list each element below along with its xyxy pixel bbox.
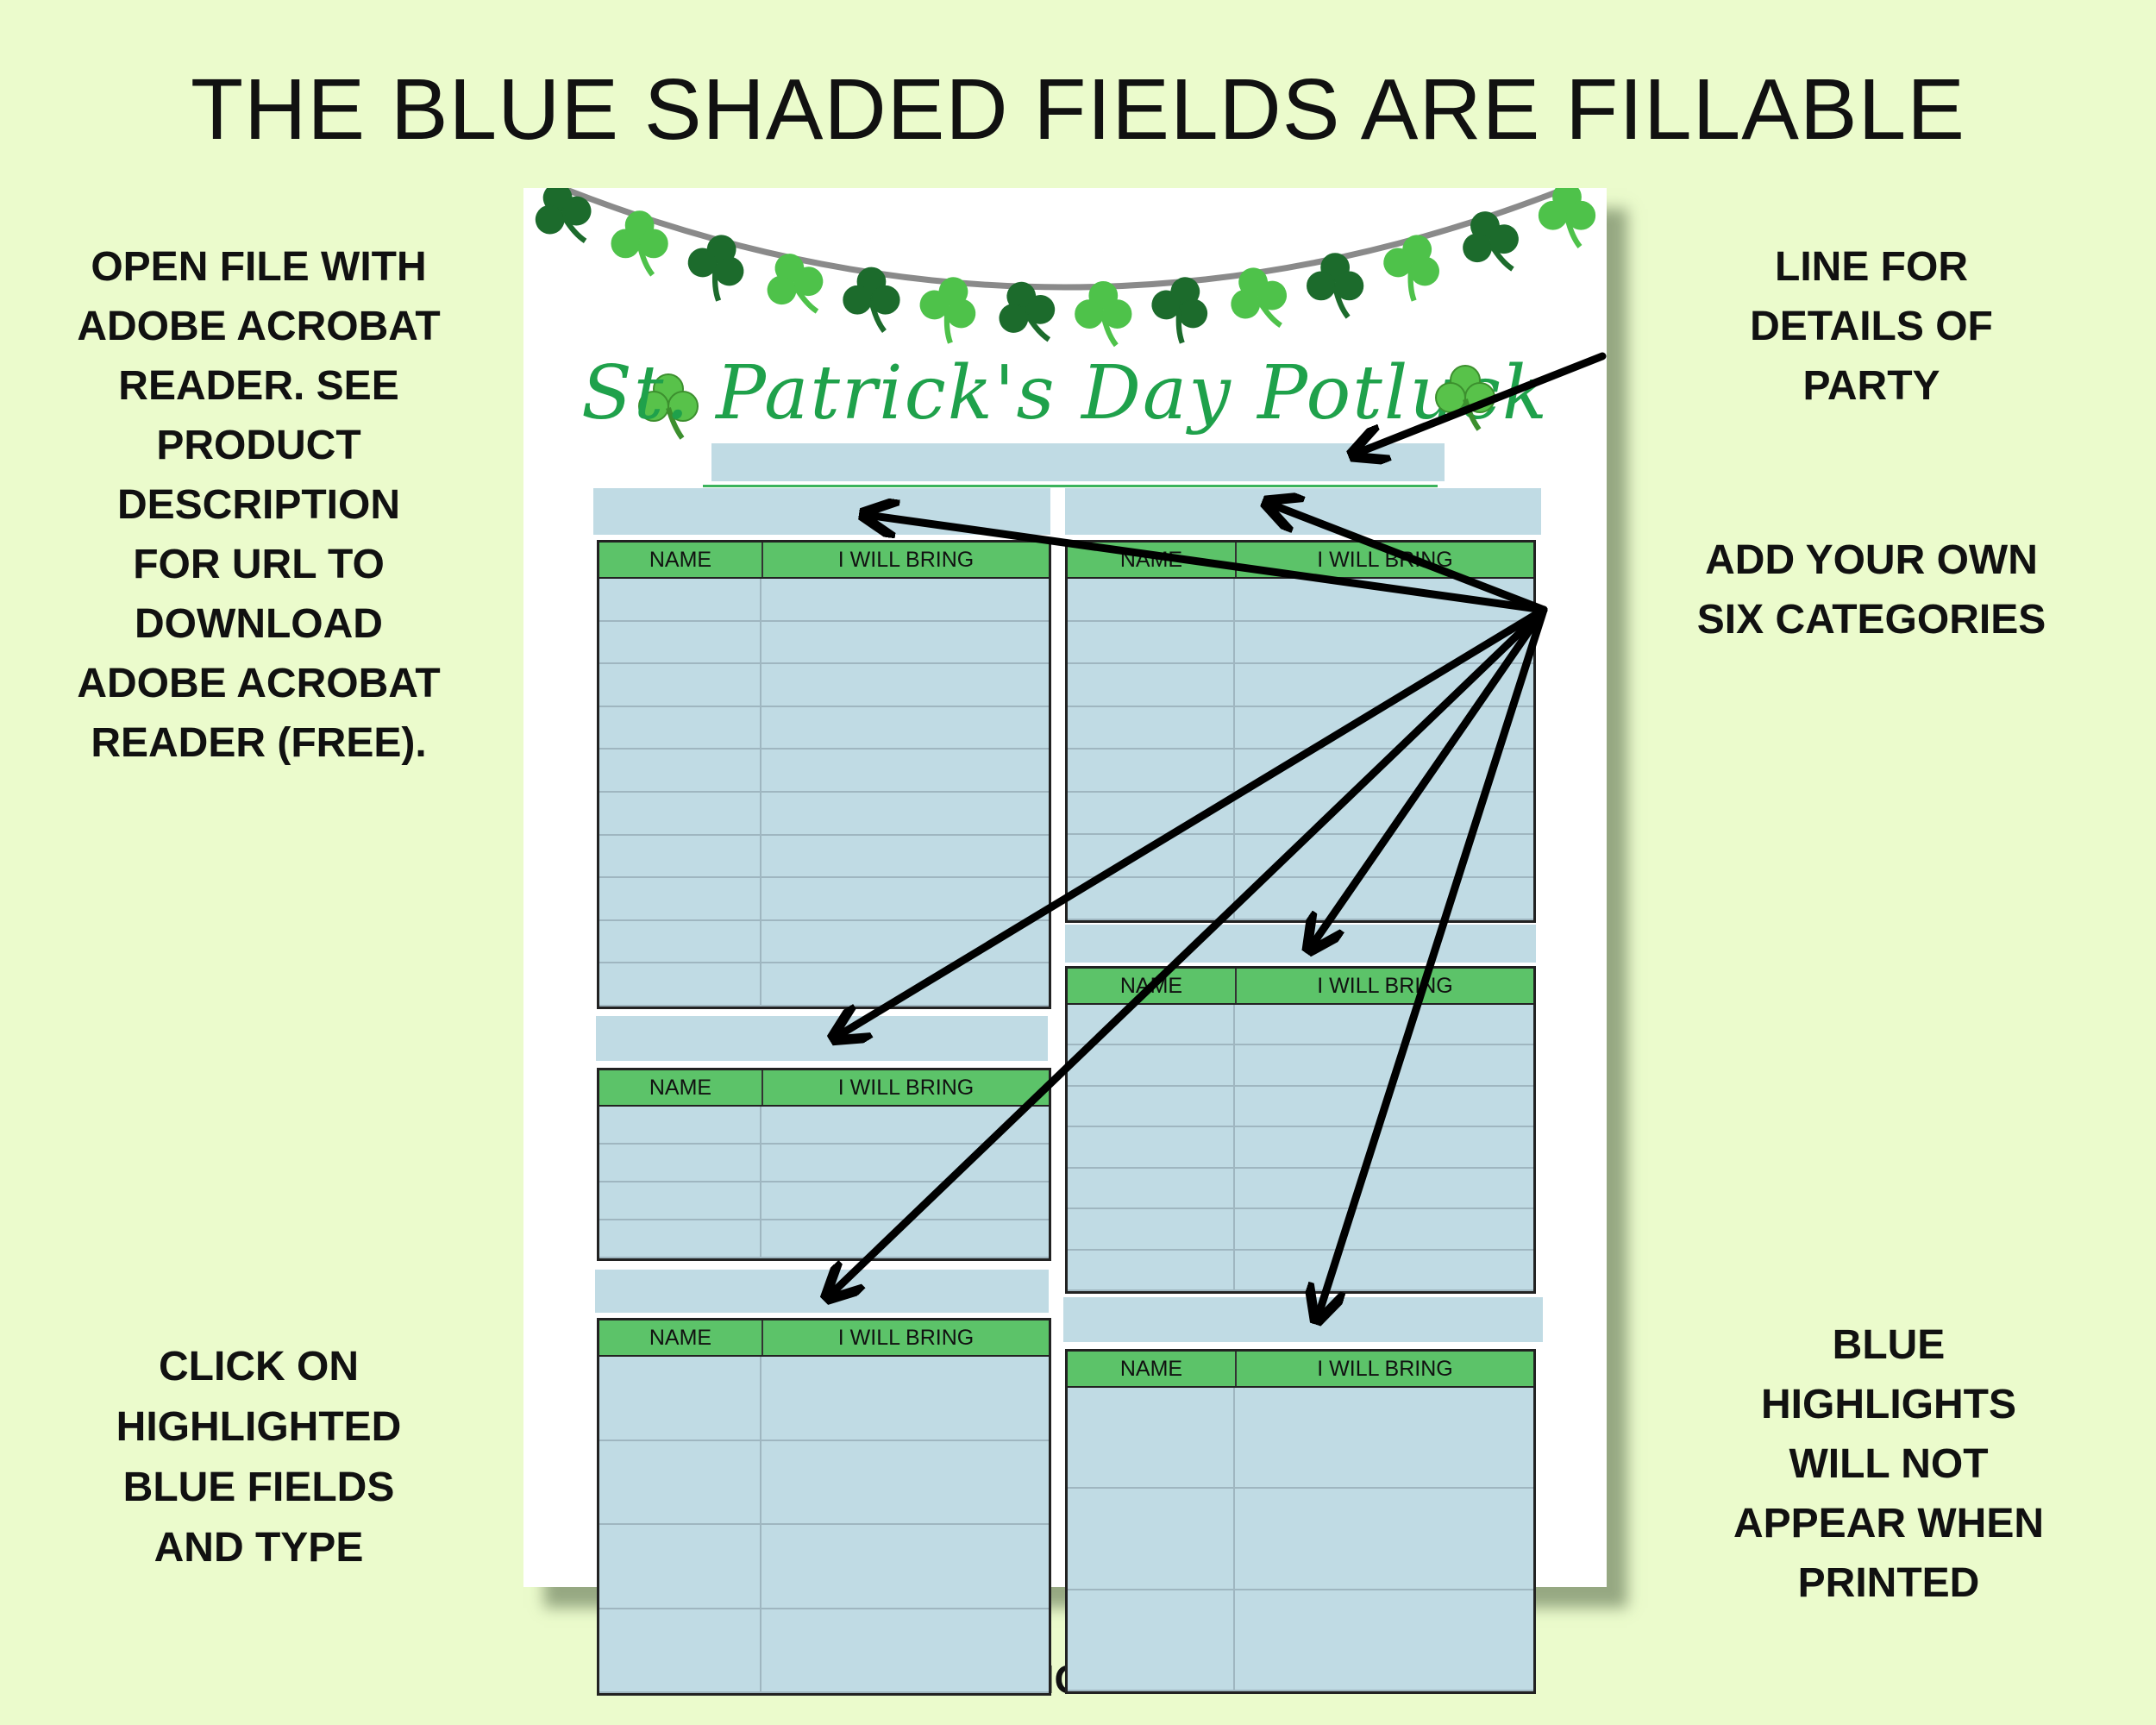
note-details-line: LINE FOR DETAILS OF PARTY	[1750, 244, 1993, 409]
table-row[interactable]	[1068, 1045, 1533, 1087]
column-header-i-will-bring: I WILL BRING	[1317, 973, 1453, 998]
column-header-name: NAME	[599, 1320, 763, 1355]
table-row[interactable]	[599, 1609, 1049, 1693]
column-header-i-will-bring: I WILL BRING	[837, 547, 975, 572]
column-header-name: NAME	[599, 543, 763, 577]
table-row[interactable]	[599, 707, 1049, 750]
column-divider	[760, 1357, 761, 1693]
table-row[interactable]	[599, 1441, 1049, 1525]
table-row[interactable]	[599, 664, 1049, 707]
signup-table-6: NAME I WILL BRING	[1065, 1349, 1536, 1694]
table-header: NAME I WILL BRING	[599, 1070, 1049, 1107]
shamrock-icon	[1435, 365, 1495, 431]
note-six-categories: ADD YOUR OWN SIX CATEGORIES	[1696, 537, 2046, 643]
table-row[interactable]	[599, 1182, 1049, 1220]
category-field-2[interactable]	[1065, 488, 1541, 535]
table-row[interactable]	[599, 963, 1049, 1007]
category-field-3[interactable]	[596, 1016, 1048, 1061]
table-row[interactable]	[1068, 1127, 1533, 1169]
signup-table-3: NAME I WILL BRING	[597, 1068, 1051, 1261]
shamrock-icon	[680, 228, 753, 305]
table-row[interactable]	[1068, 750, 1533, 793]
headline: THE BLUE SHADED FIELDS ARE FILLABLE	[191, 61, 1965, 158]
table-row[interactable]	[599, 793, 1049, 836]
table-row[interactable]	[599, 579, 1049, 622]
table-row[interactable]	[599, 921, 1049, 964]
table-header: NAME I WILL BRING	[1068, 1352, 1533, 1388]
shamrock-icon	[1375, 228, 1448, 305]
table-header: NAME I WILL BRING	[599, 1320, 1049, 1357]
table-row[interactable]	[1068, 622, 1533, 664]
table-row[interactable]	[1068, 664, 1533, 707]
version-label: VERSION #2	[935, 1657, 1169, 1702]
table-row[interactable]	[1068, 1005, 1533, 1046]
column-header-i-will-bring: I WILL BRING	[837, 1075, 975, 1100]
table-row[interactable]	[599, 750, 1049, 793]
column-header-i-will-bring: I WILL BRING	[1317, 1356, 1453, 1381]
table-row[interactable]	[599, 1357, 1049, 1441]
column-divider	[1233, 1005, 1235, 1291]
category-field-4[interactable]	[1065, 925, 1536, 963]
note-open-with-acrobat: OPEN FILE WITH ADOBE ACROBAT READER. SEE…	[77, 244, 441, 766]
table-row[interactable]	[599, 1107, 1049, 1145]
signup-table-2: NAME I WILL BRING	[1065, 540, 1536, 923]
table-row[interactable]	[599, 622, 1049, 665]
table-row[interactable]	[1068, 1388, 1533, 1490]
table-header: NAME I WILL BRING	[1068, 543, 1533, 579]
column-divider	[1233, 1388, 1235, 1691]
column-header-name: NAME	[1068, 543, 1237, 577]
table-row[interactable]	[1068, 878, 1533, 920]
column-divider	[760, 579, 761, 1007]
column-header-i-will-bring: I WILL BRING	[1317, 547, 1453, 572]
note-highlights-not-printed: BLUE HIGHLIGHTS WILL NOT APPEAR WHEN PRI…	[1733, 1322, 2045, 1606]
shamrock-icon	[1222, 260, 1295, 338]
column-header-name: NAME	[599, 1070, 763, 1105]
shamrock-icon	[1454, 204, 1527, 282]
table-row[interactable]	[1068, 1489, 1533, 1590]
signup-table-1: NAME I WILL BRING	[597, 540, 1051, 1009]
note-click-fields: CLICK ON HIGHLIGHTED BLUE FIELDS AND TYP…	[116, 1344, 402, 1571]
table-row[interactable]	[1068, 579, 1533, 622]
category-field-1[interactable]	[593, 488, 1050, 535]
column-header-name: NAME	[1068, 1352, 1237, 1386]
table-row[interactable]	[599, 1220, 1049, 1258]
table-row[interactable]	[1068, 793, 1533, 835]
category-field-6[interactable]	[1063, 1297, 1543, 1342]
column-header-name: NAME	[1068, 969, 1237, 1003]
table-header: NAME I WILL BRING	[1068, 969, 1533, 1005]
table-row[interactable]	[1068, 1169, 1533, 1210]
table-row[interactable]	[1068, 1251, 1533, 1291]
column-divider	[1233, 579, 1235, 920]
table-row[interactable]	[1068, 707, 1533, 750]
party-details-line	[703, 485, 1438, 487]
column-divider	[760, 1107, 761, 1258]
shamrock-icon	[759, 247, 832, 324]
signup-table-5: NAME I WILL BRING	[597, 1318, 1051, 1696]
table-row[interactable]	[599, 878, 1049, 921]
category-field-5[interactable]	[595, 1270, 1049, 1313]
column-header-i-will-bring: I WILL BRING	[837, 1325, 975, 1350]
table-row[interactable]	[1068, 835, 1533, 878]
signup-table-4: NAME I WILL BRING	[1065, 966, 1536, 1294]
table-row[interactable]	[1068, 1209, 1533, 1251]
table-row[interactable]	[1068, 1590, 1533, 1691]
shamrock-garland	[523, 188, 1607, 361]
table-row[interactable]	[599, 1525, 1049, 1609]
table-row[interactable]	[599, 836, 1049, 879]
table-row[interactable]	[599, 1145, 1049, 1182]
table-row[interactable]	[1068, 1087, 1533, 1128]
shamrock-icon	[1075, 282, 1131, 346]
table-header: NAME I WILL BRING	[599, 543, 1049, 579]
shamrock-icon	[638, 373, 699, 440]
party-details-field[interactable]	[711, 443, 1445, 481]
